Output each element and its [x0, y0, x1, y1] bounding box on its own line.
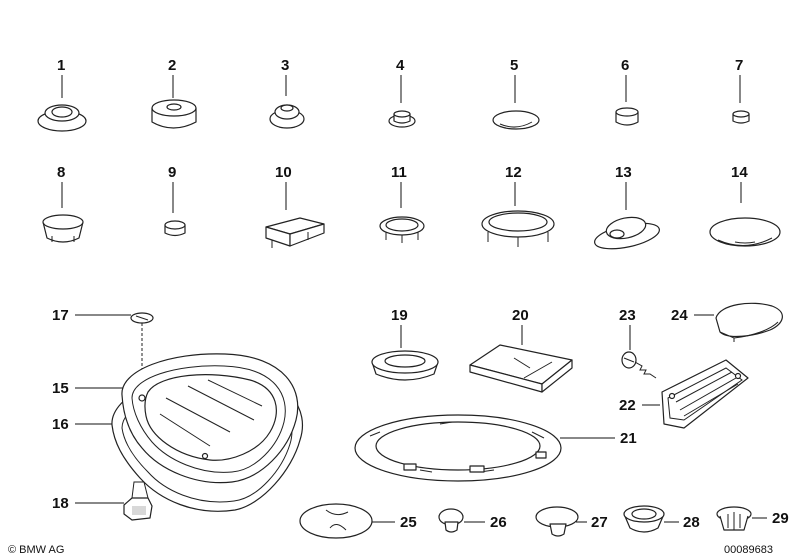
part-2-grommet[interactable] — [151, 99, 197, 129]
part-15-cover-plate[interactable] — [121, 353, 299, 484]
label-20: 20 — [512, 307, 529, 324]
label-18: 18 — [52, 495, 69, 512]
part-28-grommet[interactable] — [623, 505, 665, 533]
part-25-cap[interactable] — [299, 503, 373, 539]
part-29-expansion-clip[interactable] — [716, 506, 752, 531]
part-18-clip-nut[interactable] — [123, 481, 153, 521]
part-26-plug[interactable] — [438, 508, 464, 533]
label-15: 15 — [52, 380, 69, 397]
part-1-grommet[interactable] — [37, 104, 87, 132]
part-21-ring-gasket[interactable] — [354, 414, 562, 482]
part-24-cover[interactable] — [715, 302, 783, 342]
part-22-vent-grille[interactable] — [661, 359, 749, 429]
label-22: 22 — [619, 397, 636, 414]
part-27-plug[interactable] — [535, 506, 579, 537]
part-11-clip-ring[interactable] — [379, 216, 425, 243]
label-25: 25 — [400, 514, 417, 531]
label-13: 13 — [615, 164, 632, 181]
part-4-plug[interactable] — [388, 110, 416, 128]
part-12-clip-ring[interactable] — [481, 210, 555, 247]
part-23-screw[interactable] — [621, 351, 657, 379]
label-5: 5 — [510, 57, 518, 74]
label-16: 16 — [52, 416, 69, 433]
label-6: 6 — [621, 57, 629, 74]
label-1: 1 — [57, 57, 65, 74]
part-10-rect-plug[interactable] — [265, 217, 325, 248]
label-26: 26 — [490, 514, 507, 531]
part-5-cap[interactable] — [492, 110, 540, 130]
label-28: 28 — [683, 514, 700, 531]
part-19-grommet[interactable] — [371, 350, 439, 381]
label-29: 29 — [772, 510, 789, 527]
diagram-id: 00089683 — [724, 544, 773, 556]
label-8: 8 — [57, 164, 65, 181]
part-6-plug[interactable] — [615, 107, 639, 126]
part-14-cap[interactable] — [709, 217, 781, 247]
label-21: 21 — [620, 430, 637, 447]
label-2: 2 — [168, 57, 176, 74]
label-27: 27 — [591, 514, 608, 531]
label-19: 19 — [391, 307, 408, 324]
label-10: 10 — [275, 164, 292, 181]
part-13-oval-plug[interactable] — [592, 214, 661, 254]
label-12: 12 — [505, 164, 522, 181]
label-7: 7 — [735, 57, 743, 74]
label-14: 14 — [731, 164, 748, 181]
label-11: 11 — [391, 164, 407, 181]
part-20-square-pad[interactable] — [469, 344, 573, 393]
part-17-screw[interactable] — [130, 312, 154, 398]
label-9: 9 — [168, 164, 176, 181]
label-3: 3 — [281, 57, 289, 74]
part-7-plug[interactable] — [732, 110, 750, 124]
part-8-grommet[interactable] — [42, 214, 84, 243]
label-17: 17 — [52, 307, 69, 324]
copyright-text: © BMW AG — [8, 544, 64, 556]
label-4: 4 — [396, 57, 405, 74]
label-23: 23 — [619, 307, 636, 324]
part-9-plug[interactable] — [164, 220, 186, 237]
label-24: 24 — [671, 307, 688, 324]
part-3-grommet[interactable] — [269, 104, 305, 129]
